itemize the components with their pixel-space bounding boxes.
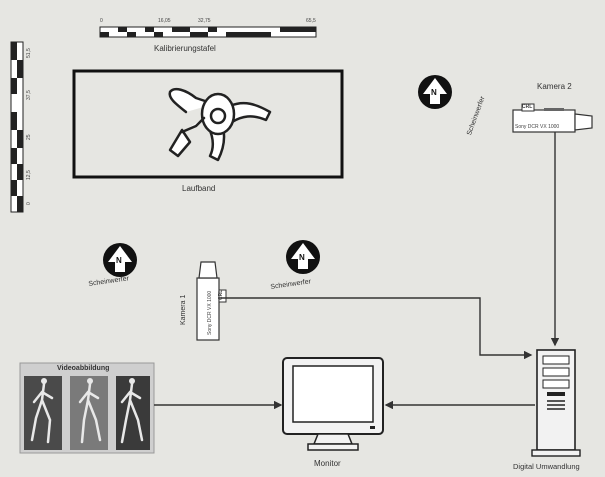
calibration-bar-horizontal bbox=[100, 27, 316, 37]
treadmill-label: Laufband bbox=[182, 184, 215, 193]
calibration-side-tick-2: 25 bbox=[26, 134, 32, 140]
spotlight-1-letter: N bbox=[431, 88, 437, 97]
computer-label: Digital Umwandlung bbox=[513, 462, 580, 471]
calibration-side-tick-4: 51,5 bbox=[26, 48, 32, 58]
calibration-bar-vertical bbox=[11, 42, 23, 212]
video-panel bbox=[20, 363, 154, 453]
camera-1-badge: CRL bbox=[218, 290, 224, 300]
calibration-top-tick-3: 65,5 bbox=[306, 18, 316, 24]
camera-1-label: Kamera 1 bbox=[180, 295, 187, 325]
camera-2-badge: CRL bbox=[522, 104, 532, 110]
camera-2-label: Kamera 2 bbox=[537, 82, 572, 91]
calibration-top-tick-1: 16,05 bbox=[158, 18, 171, 24]
monitor-device bbox=[283, 358, 383, 450]
calibration-side-tick-0: 0 bbox=[26, 202, 32, 205]
runner-figure bbox=[170, 89, 270, 160]
calibration-side-tick-3: 37,5 bbox=[26, 90, 32, 100]
calibration-top-tick-0: 0 bbox=[100, 18, 103, 24]
video-panel-title: Videoabbildung bbox=[57, 365, 109, 372]
computer-tower bbox=[532, 350, 580, 456]
monitor-label: Monitor bbox=[314, 459, 341, 468]
camera-1-model: Sony DCR VX 1000 bbox=[207, 291, 213, 335]
calibration-top-tick-2: 32,75 bbox=[198, 18, 211, 24]
spotlight-2-letter: N bbox=[116, 256, 122, 265]
calibration-side-tick-1: 12,5 bbox=[26, 170, 32, 180]
camera-2-model: Sony DCR VX 1000 bbox=[515, 124, 559, 130]
calibration-label: Kalibrierungstafel bbox=[154, 44, 216, 53]
spotlight-3-letter: N bbox=[299, 253, 305, 262]
